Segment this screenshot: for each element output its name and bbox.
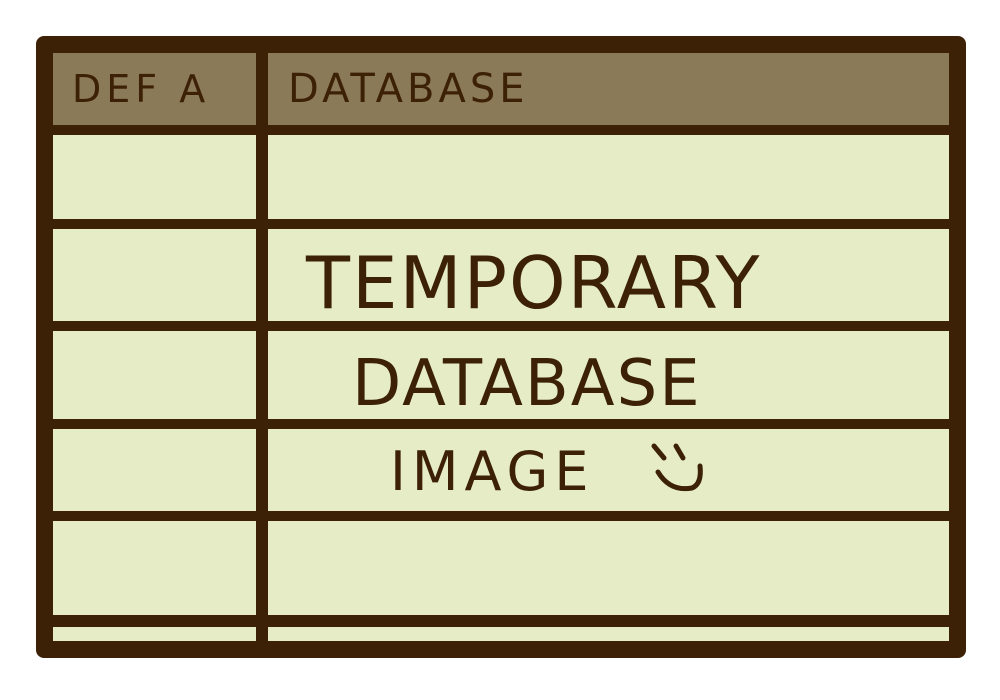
table-cell	[53, 521, 256, 615]
table-cell	[268, 331, 949, 419]
table-cell	[268, 627, 949, 641]
table-cell	[268, 135, 949, 219]
table-cell	[53, 135, 256, 219]
cell-text: IMAGE	[390, 440, 594, 503]
table-cell	[53, 331, 256, 419]
header-cell-database	[268, 53, 949, 125]
table-cell	[53, 429, 256, 511]
table-cell	[268, 521, 949, 615]
table-cell	[53, 229, 256, 321]
header-label-database: DATABASE	[288, 66, 529, 112]
smiley-icon	[651, 443, 703, 492]
table-cell	[53, 627, 256, 641]
header-label-defa: DEF A	[72, 67, 210, 111]
table-cell	[268, 429, 949, 511]
cell-text: TEMPORARY	[305, 241, 761, 325]
header-cell-defa	[53, 53, 256, 125]
cell-text: DATABASE	[352, 347, 702, 421]
table-cell	[268, 229, 949, 321]
